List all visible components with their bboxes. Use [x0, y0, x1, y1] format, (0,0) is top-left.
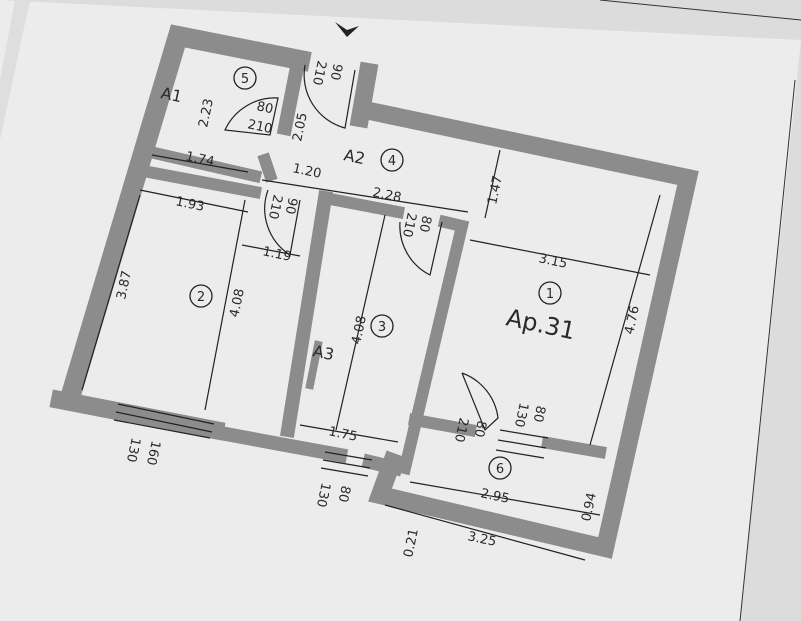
dim-label: 2.95	[479, 486, 510, 507]
outer-wall-right	[354, 99, 699, 559]
frame-line	[599, 0, 801, 21]
window-6-height: 80	[530, 404, 548, 423]
opening-labels: 210 90 80 210 210 90 210 80 210 80 130 8…	[123, 59, 548, 508]
door-2-width: 90	[282, 196, 300, 215]
zone-a2: A2	[342, 145, 367, 168]
room-3: 3	[378, 320, 386, 335]
room-numbers	[189, 66, 562, 480]
window-3-height: 80	[335, 484, 353, 503]
dim-label: 0.94	[579, 491, 600, 522]
dim-label: 2.23	[196, 97, 217, 128]
wall-top-room-2	[130, 162, 263, 200]
door-3-width: 80	[416, 214, 434, 233]
zone-labels: A1 A2 A3	[159, 83, 367, 364]
dim-label: 1.93	[174, 194, 205, 215]
walls	[49, 24, 699, 559]
wall-top-room-3	[317, 190, 406, 220]
door-2-height: 210	[265, 193, 285, 220]
window-2-height: 160	[143, 439, 163, 466]
frame-line	[739, 79, 796, 621]
dimension-labels: 2.23 1.74 2.05 1.20 2.28 1.47 1.93 1.19 …	[114, 97, 643, 558]
paper-edge	[0, 0, 30, 140]
zone-a3: A3	[311, 341, 336, 364]
window-6-width: 130	[511, 401, 531, 428]
entrance-arrow-icon	[335, 22, 359, 37]
dim-label: 3.25	[466, 529, 497, 550]
dim-label: 2.05	[290, 111, 311, 142]
dim-label: 4.08	[227, 287, 248, 318]
dimension-lines	[81, 149, 661, 561]
wall-room-2-3	[279, 189, 334, 439]
wall-bottom-room-2	[49, 389, 226, 441]
dim-label: 1.47	[485, 174, 506, 205]
door-3-height: 210	[399, 211, 419, 238]
room-6: 6	[496, 462, 504, 477]
wall-bottom-room-2b	[206, 423, 349, 464]
wall-top-room-6b	[541, 436, 607, 459]
room-1: 1	[546, 287, 554, 302]
wall-a3	[305, 340, 323, 390]
entry-door-width: 90	[327, 62, 345, 81]
dim-label: 1.75	[327, 424, 358, 445]
outer-wall-left	[57, 24, 312, 411]
dim-label: 4.08	[349, 314, 370, 345]
door-6-width: 80	[471, 419, 489, 438]
zone-a1: A1	[159, 83, 184, 106]
dim-label: 1.74	[184, 149, 215, 170]
window-3-width: 130	[313, 481, 333, 508]
dim-label: 3.15	[537, 251, 568, 272]
dim-label: 1.20	[291, 161, 322, 182]
wall-room-5-right	[276, 53, 307, 137]
windows	[113, 403, 549, 477]
door-5-width: 80	[255, 99, 274, 117]
dim-label: 2.28	[371, 185, 402, 206]
room-5: 5	[241, 72, 249, 87]
wall-stub	[257, 152, 278, 183]
dim-label: 3.87	[114, 269, 135, 300]
wall-top-room-6a	[408, 413, 477, 437]
room-2: 2	[197, 290, 205, 305]
dim-label: 1.19	[261, 244, 292, 265]
dim-label: 4.76	[622, 304, 643, 335]
door-5-height: 210	[246, 117, 273, 137]
window-2-width: 130	[123, 436, 143, 463]
entry-door-height: 210	[309, 59, 329, 86]
wall-room-3-1	[397, 214, 470, 476]
room-4: 4	[388, 154, 396, 169]
dim-label: 0.21	[401, 527, 422, 558]
door-6-height: 210	[451, 416, 471, 443]
